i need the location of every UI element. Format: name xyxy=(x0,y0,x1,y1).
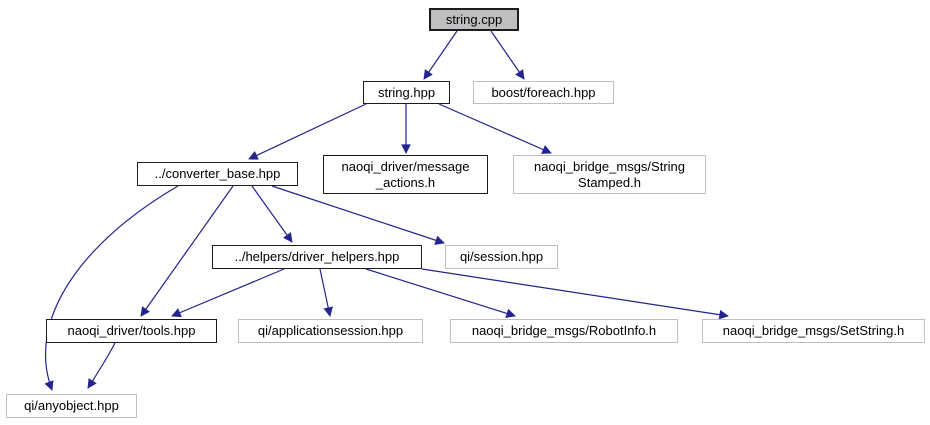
edge-helpers-setstring xyxy=(421,268,729,320)
node-applicationsession-hpp: qi/applicationsession.hpp xyxy=(238,319,423,343)
node-string-hpp[interactable]: string.hpp xyxy=(363,81,450,104)
edge-tools-anyobject xyxy=(87,342,116,389)
node-boost-foreach-hpp: boost/foreach.hpp xyxy=(473,81,614,104)
edge-helpers-tools xyxy=(171,268,285,318)
node-driver-helpers-hpp[interactable]: ../helpers/driver_helpers.hpp xyxy=(212,245,422,269)
edge-stringcpp-stringhpp xyxy=(423,30,458,80)
node-robotinfo-h: naoqi_bridge_msgs/RobotInfo.h xyxy=(450,319,678,343)
node-string-stamped-h: naoqi_bridge_msgs/String Stamped.h xyxy=(513,155,706,194)
edge-converter-tools xyxy=(140,185,234,317)
edge-stringcpp-boostforeach xyxy=(490,30,525,80)
node-setstring-h: naoqi_bridge_msgs/SetString.h xyxy=(702,319,925,343)
node-converter-base-hpp[interactable]: ../converter_base.hpp xyxy=(137,162,298,186)
edge-stringhpp-converterbase xyxy=(248,103,367,160)
node-string-cpp: string.cpp xyxy=(429,8,519,31)
edge-helpers-appsession xyxy=(319,268,333,317)
edge-converter-driverhelpers xyxy=(251,185,293,243)
node-message-actions-h[interactable]: naoqi_driver/message _actions.h xyxy=(323,155,488,194)
edge-helpers-robotinfo xyxy=(365,268,516,318)
node-qi-anyobject-hpp: qi/anyobject.hpp xyxy=(6,394,137,418)
edge-stringhpp-stringstamped xyxy=(438,103,552,154)
node-tools-hpp[interactable]: naoqi_driver/tools.hpp xyxy=(46,319,217,343)
edge-converter-session xyxy=(271,185,445,245)
node-qi-session-hpp: qi/session.hpp xyxy=(445,245,558,269)
edge-converter-anyobject xyxy=(44,185,179,391)
